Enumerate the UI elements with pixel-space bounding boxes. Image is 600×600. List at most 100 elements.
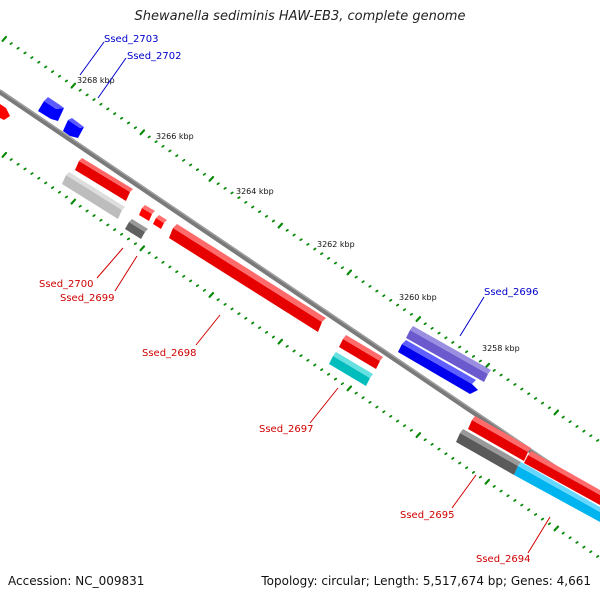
gene-feature-ssed-2696[interactable] — [406, 326, 491, 382]
minor-tick — [57, 190, 62, 194]
major-tick — [1, 151, 8, 158]
gene-feature-red-3[interactable] — [468, 416, 531, 461]
minor-tick — [354, 391, 358, 395]
minor-tick — [85, 209, 89, 213]
leader-ssed-2694 — [527, 516, 551, 554]
gene-feature-red-1[interactable] — [75, 158, 133, 201]
gene-feature-ssed-2698[interactable] — [169, 224, 326, 332]
minor-tick — [251, 205, 255, 209]
minor-tick — [568, 420, 572, 424]
gene-feature-ssed-2699[interactable] — [139, 205, 155, 221]
minor-tick — [9, 42, 13, 45]
minor-tick — [402, 424, 407, 428]
gene-label-ssed-2702[interactable]: Ssed_2702 — [127, 51, 182, 62]
minor-tick — [575, 541, 579, 544]
minor-tick — [534, 397, 538, 400]
genome-summary-text: Topology: circular; Length: 5,517,674 bp… — [261, 574, 591, 588]
major-tick — [277, 222, 284, 229]
gene-label-ssed-2696[interactable]: Ssed_2696 — [484, 287, 539, 298]
gene-label-ssed-2699[interactable]: Ssed_2699 — [60, 293, 115, 304]
major-tick — [415, 316, 422, 322]
leader-ssed-2698 — [195, 314, 221, 346]
gene-feature-red-4[interactable] — [524, 451, 600, 505]
minor-tick — [478, 359, 483, 363]
minor-tick — [257, 326, 262, 330]
minor-tick — [44, 65, 48, 69]
minor-tick — [437, 447, 441, 451]
minor-tick — [120, 232, 124, 236]
minor-tick — [437, 331, 441, 335]
minor-tick — [382, 294, 386, 298]
gene-feature-ssed-2700[interactable] — [125, 219, 148, 239]
minor-tick — [154, 256, 158, 260]
minor-tick — [520, 387, 524, 391]
minor-tick — [464, 466, 469, 470]
minor-tick — [244, 200, 248, 204]
minor-tick — [589, 550, 593, 554]
minor-tick — [92, 214, 96, 218]
minor-tick — [492, 368, 496, 372]
minor-tick — [113, 112, 117, 115]
major-tick — [553, 525, 560, 532]
leader-ssed-2702 — [97, 57, 127, 99]
minor-tick — [161, 260, 165, 264]
minor-tick — [16, 46, 20, 50]
minor-tick — [582, 429, 586, 433]
major-tick — [208, 292, 215, 298]
minor-tick — [147, 251, 151, 255]
minor-tick — [113, 228, 117, 232]
gene-feature-lightgray[interactable] — [62, 172, 125, 219]
minor-tick — [299, 238, 303, 242]
gene-feature-small-red[interactable] — [153, 215, 167, 229]
major-tick — [70, 198, 77, 205]
gene-labels: Ssed_2703 Ssed_2702 Ssed_2700 Ssed_2699 … — [39, 34, 539, 565]
minor-tick — [271, 335, 276, 339]
genome-title: Shewanella sediminis HAW-EB3, complete g… — [134, 9, 466, 24]
gene-label-ssed-2700[interactable]: Ssed_2700 — [39, 279, 94, 290]
gene-label-ssed-2703[interactable]: Ssed_2703 — [104, 34, 159, 45]
gene-label-ssed-2698[interactable]: Ssed_2698 — [142, 348, 197, 359]
minor-tick — [458, 345, 462, 349]
minor-tick — [527, 508, 531, 512]
minor-tick — [354, 275, 358, 279]
minor-tick — [561, 531, 565, 535]
major-tick — [1, 35, 8, 42]
major-tick — [553, 409, 560, 416]
gene-label-ssed-2695[interactable]: Ssed_2695 — [400, 510, 455, 521]
minor-tick — [513, 383, 517, 386]
minor-tick — [175, 154, 179, 158]
minor-tick — [430, 442, 434, 446]
gene-label-ssed-2694[interactable]: Ssed_2694 — [476, 554, 531, 565]
minor-tick — [361, 280, 365, 284]
minor-tick — [451, 456, 455, 460]
minor-tick — [430, 326, 434, 330]
major-tick — [139, 245, 146, 252]
minor-tick — [237, 196, 241, 200]
gene-feature-ssed-2694[interactable] — [514, 462, 600, 522]
minor-tick — [202, 172, 207, 176]
minor-tick — [540, 401, 545, 405]
minor-tick — [458, 461, 462, 465]
minor-tick — [195, 168, 200, 172]
tick-tracks — [1, 35, 600, 558]
gene-label-ssed-2697[interactable]: Ssed_2697 — [259, 424, 314, 435]
major-tick — [415, 432, 422, 438]
gene-feature-red-2[interactable] — [339, 335, 383, 369]
minor-tick — [244, 316, 248, 320]
minor-tick — [106, 107, 110, 111]
minor-tick — [126, 237, 131, 241]
gene-feature-ssed-2703[interactable] — [38, 97, 64, 121]
gene-feature-ssed-2697[interactable] — [329, 352, 373, 386]
gene-feature-ssed-2695[interactable] — [456, 429, 521, 475]
gene-feature-blue-3[interactable] — [398, 340, 478, 394]
minor-tick — [492, 484, 496, 488]
minor-tick — [257, 210, 262, 214]
gene-feature-ssed-2702[interactable] — [63, 118, 84, 138]
minor-tick — [540, 517, 545, 521]
minor-tick — [147, 135, 151, 139]
minor-tick — [195, 284, 200, 288]
minor-tick — [409, 312, 414, 316]
major-tick — [70, 82, 77, 89]
gene-feature-edge[interactable] — [0, 104, 10, 120]
minor-tick — [126, 121, 131, 125]
